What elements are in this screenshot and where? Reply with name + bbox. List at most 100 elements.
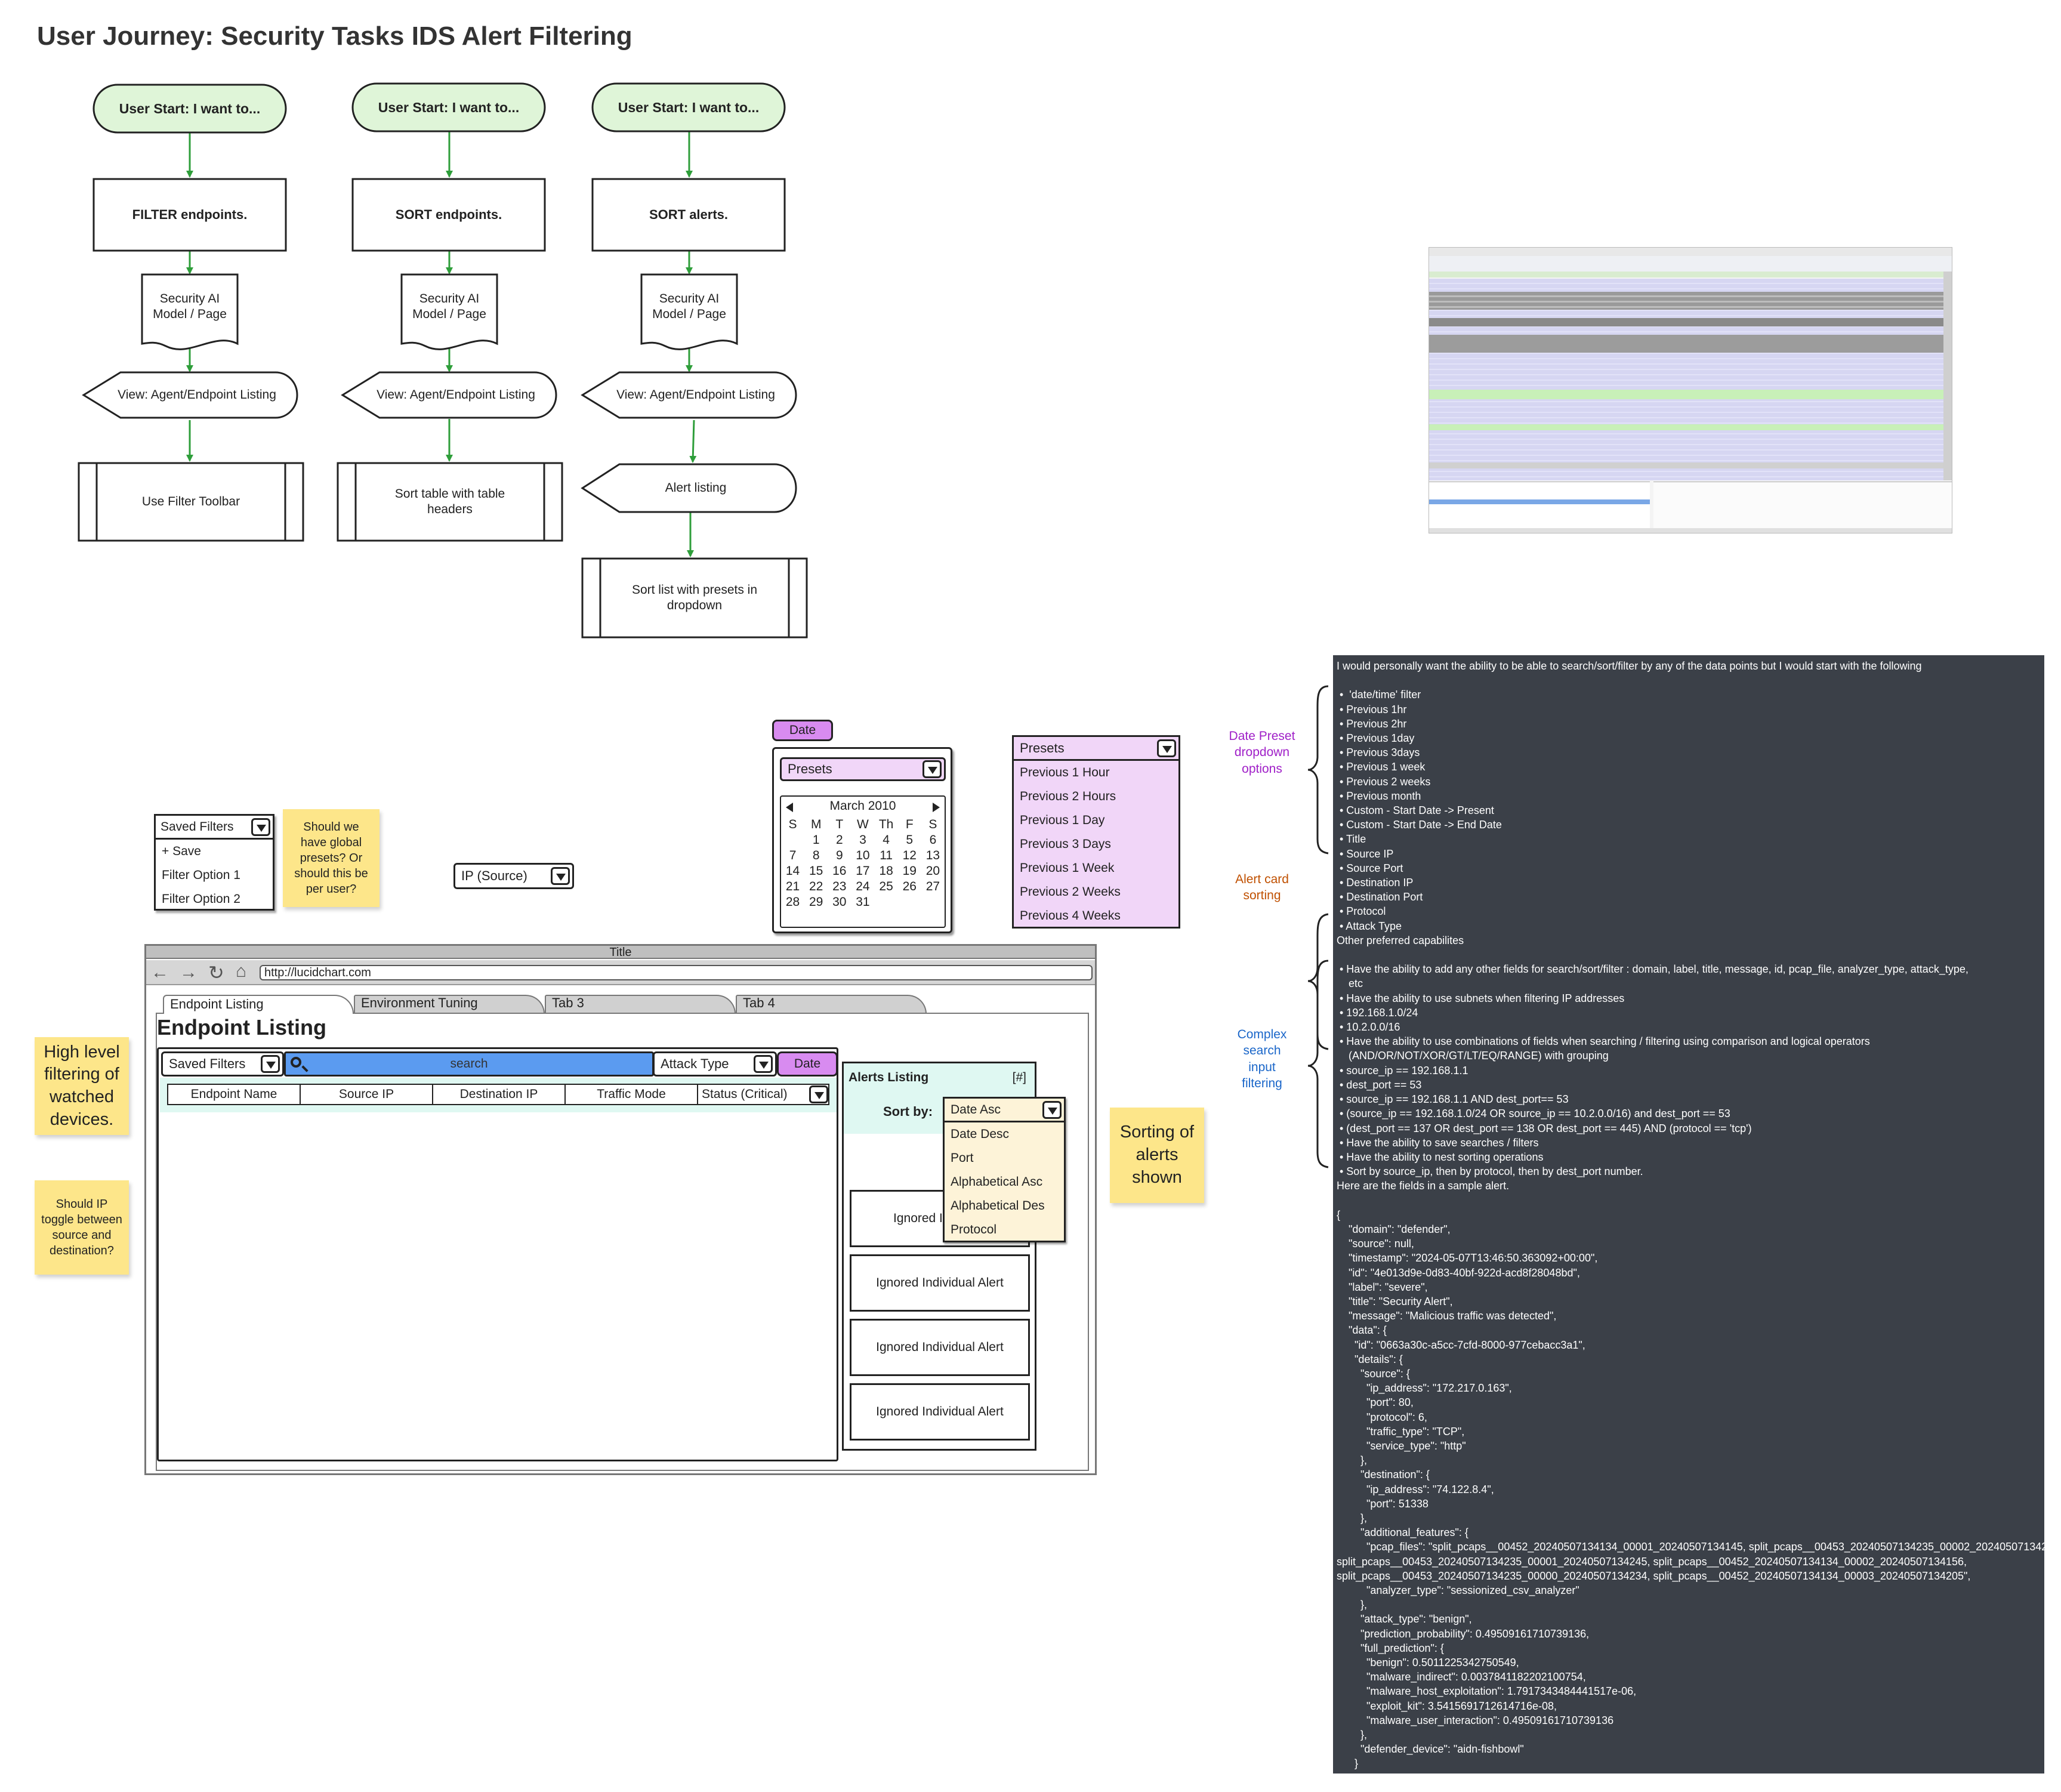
sort-option[interactable]: Alphabetical Des	[951, 1199, 1045, 1213]
calendar-day[interactable]: 1	[812, 833, 820, 847]
tab-4[interactable]: Tab 4	[736, 995, 927, 1014]
tab-content: Endpoint Listing Saved Filters search At…	[156, 1013, 1089, 1471]
calendar-prev-icon[interactable]	[786, 803, 793, 812]
sort-option[interactable]: Port	[951, 1151, 974, 1165]
notes-line: • Have the ability to add any other fiel…	[1337, 963, 1969, 976]
sticky-ip-toggle: Should IP toggle between source and dest…	[35, 1180, 129, 1275]
sort-option[interactable]: Date Desc	[951, 1127, 1010, 1141]
chevron-down-icon	[809, 1085, 828, 1103]
calendar-day[interactable]: 10	[856, 849, 870, 862]
address-bar[interactable]: http://lucidchart.com	[260, 965, 1093, 980]
column-traffic-mode[interactable]: Traffic Mode	[566, 1085, 698, 1104]
calendar-day[interactable]: 24	[856, 880, 870, 893]
filter-option[interactable]: Filter Option 2	[162, 892, 240, 906]
alert-card[interactable]: Ignored Individual Alert	[850, 1254, 1030, 1312]
process-box-2	[351, 178, 546, 252]
notes-line: Here are the fields in a sample alert.	[1337, 1180, 1510, 1192]
calendar-day[interactable]: 8	[812, 849, 820, 862]
saved-filters-select[interactable]: Saved Filters	[161, 1051, 284, 1077]
sort-option[interactable]: Protocol	[951, 1223, 997, 1236]
calendar-day[interactable]: 17	[856, 864, 870, 878]
preset-option[interactable]: Previous 2 Weeks	[1020, 885, 1121, 899]
notes-line: "label": "severe",	[1337, 1281, 1428, 1293]
calendar-day[interactable]	[921, 895, 945, 910]
sort-option[interactable]: Alphabetical Asc	[951, 1175, 1043, 1189]
preset-option[interactable]: Previous 1 Hour	[1020, 766, 1110, 779]
flow3-step2-label: Sort list with presets in dropdown	[631, 582, 758, 612]
forward-icon[interactable]: →	[180, 963, 198, 982]
alert-card[interactable]: Ignored Individual Alert	[850, 1319, 1030, 1376]
column-status[interactable]: Status (Critical)	[698, 1085, 831, 1104]
presets-dropdown-header[interactable]: Presets	[1014, 737, 1178, 761]
calendar-day[interactable]: 16	[832, 864, 847, 878]
calendar-day[interactable]	[781, 832, 804, 848]
calendar-day[interactable]: 7	[789, 849, 797, 862]
tab-3[interactable]: Tab 3	[545, 995, 736, 1014]
calendar-week-row: 1 2 3 4 5 6	[781, 832, 945, 848]
calendar-day[interactable]: 26	[902, 880, 917, 893]
attack-type-label: Attack Type	[661, 1056, 729, 1071]
tab-environment-tuning[interactable]: Environment Tuning	[354, 995, 545, 1014]
notes-line: split_pcaps__00453_20240507134235_00000_…	[1337, 1569, 1971, 1582]
tab-endpoint-listing[interactable]: Endpoint Listing	[163, 995, 354, 1014]
column-endpoint-name[interactable]: Endpoint Name	[168, 1085, 301, 1104]
calendar-day[interactable]: 31	[856, 895, 870, 909]
calendar-day[interactable]: 23	[832, 880, 847, 893]
calendar-next-icon[interactable]	[933, 803, 940, 812]
calendar-day[interactable]: 27	[925, 880, 940, 893]
calendar-day[interactable]: 11	[880, 849, 893, 862]
calendar-day[interactable]: 15	[809, 864, 823, 878]
home-icon[interactable]: ⌂	[236, 961, 247, 981]
reload-icon[interactable]: ↻	[208, 962, 224, 983]
notes-line: "attack_type": "benign",	[1337, 1613, 1472, 1626]
column-source-ip[interactable]: Source IP	[301, 1085, 433, 1104]
calendar-presets-select[interactable]: Presets	[780, 757, 946, 781]
calendar-day[interactable]: 18	[879, 864, 893, 878]
attack-type-select[interactable]: Attack Type	[653, 1051, 777, 1077]
preset-option[interactable]: Previous 4 Weeks	[1020, 909, 1121, 923]
preset-option[interactable]: Previous 3 Days	[1020, 837, 1111, 851]
display-shape-4	[581, 463, 797, 513]
filter-option[interactable]: Filter Option 1	[162, 868, 240, 882]
presets-dropdown-label: Presets	[1020, 740, 1065, 755]
alert-card[interactable]: Ignored Individual Alert	[850, 1383, 1030, 1441]
save-filter-option[interactable]: + Save	[162, 844, 201, 858]
document-shape-1	[141, 273, 239, 350]
calendar-day[interactable]: 22	[809, 880, 823, 893]
calendar-day[interactable]: 20	[925, 864, 940, 878]
calendar-day[interactable]: 3	[859, 833, 866, 847]
column-destination-ip[interactable]: Destination IP	[433, 1085, 566, 1104]
flow2-view-label: View: Agent/Endpoint Listing	[377, 387, 535, 402]
calendar-day[interactable]: 25	[879, 880, 893, 893]
calendar-day[interactable]: 21	[785, 880, 800, 893]
calendar-day[interactable]: 19	[902, 864, 917, 878]
flow2-start-label: User Start: I want to...	[378, 99, 520, 115]
calendar-day[interactable]: 29	[809, 895, 823, 909]
calendar-day[interactable]: 13	[925, 849, 940, 862]
back-icon[interactable]: ←	[151, 963, 169, 982]
calendar-day[interactable]: 2	[835, 833, 843, 847]
calendar-day[interactable]: 12	[902, 849, 917, 862]
calendar-day[interactable]: 4	[883, 833, 890, 847]
calendar-day[interactable]	[875, 895, 898, 910]
calendar-day[interactable]: 9	[835, 849, 843, 862]
chevron-down-icon	[261, 1055, 280, 1073]
notes-line: },	[1337, 1599, 1368, 1611]
sort-dropdown-header[interactable]: Date Asc	[945, 1099, 1064, 1122]
preset-option[interactable]: Previous 1 Week	[1020, 861, 1115, 875]
search-input[interactable]: search	[284, 1051, 654, 1077]
calendar-day[interactable]: 28	[785, 895, 800, 909]
flow2-task-label: SORT endpoints.	[395, 207, 502, 223]
calendar-day[interactable]: 14	[785, 864, 800, 878]
notes-line: • Previous 1hr	[1337, 703, 1407, 715]
calendar-day[interactable]: 6	[929, 833, 937, 847]
ip-source-select[interactable]: IP (Source)	[453, 863, 574, 889]
preset-option[interactable]: Previous 2 Hours	[1020, 789, 1116, 803]
calendar-day[interactable]	[898, 895, 921, 910]
calendar-day[interactable]: 30	[832, 895, 847, 909]
date-badge[interactable]: Date	[772, 720, 833, 741]
calendar-day[interactable]: 5	[906, 833, 914, 847]
saved-filters-header[interactable]: Saved Filters	[156, 816, 273, 840]
preset-option[interactable]: Previous 1 Day	[1020, 813, 1105, 827]
toolbar-date-button[interactable]: Date	[777, 1051, 838, 1077]
